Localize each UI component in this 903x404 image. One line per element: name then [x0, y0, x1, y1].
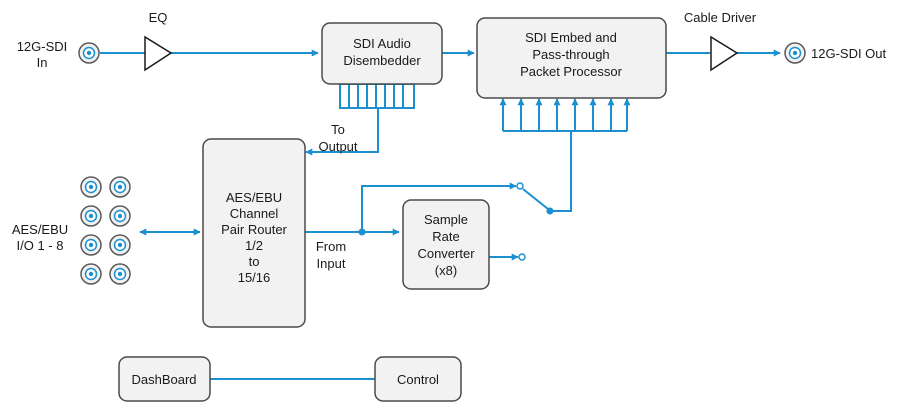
sdi-out-connector-icon	[784, 42, 806, 64]
eq-label: EQ	[149, 10, 168, 25]
bnc-connector-icon	[109, 234, 131, 256]
output-label: 12G-SDI Out	[811, 46, 887, 61]
router-label-line5: to	[249, 254, 260, 269]
dashboard-box	[118, 356, 211, 402]
embed-label-line2: Pass-through	[532, 47, 609, 62]
input-label-line2: In	[37, 55, 48, 70]
wire-to-switch	[361, 182, 517, 232]
wire-switch-to-bus	[550, 131, 572, 212]
signal-wires	[100, 49, 781, 380]
disembedder-output-bus	[339, 83, 415, 109]
router-label-line1: AES/EBU	[226, 190, 282, 205]
from-input-label-line1: From	[316, 239, 346, 254]
bnc-connector-icon	[80, 234, 102, 256]
src-label-line1: Sample	[424, 212, 468, 227]
from-input-label-line2: Input	[317, 256, 346, 271]
embed-label-line1: SDI Embed and	[525, 30, 617, 45]
to-output-label-line2: Output	[318, 139, 357, 154]
cable-driver-label: Cable Driver	[684, 10, 757, 25]
bnc-connector-icon	[80, 176, 102, 198]
aes-io-label-line1: AES/EBU	[12, 222, 68, 237]
wire-to-output	[305, 108, 379, 156]
embedder-box	[476, 17, 667, 99]
bnc-connector-icon	[109, 205, 131, 227]
src-box	[402, 199, 490, 290]
router-box	[202, 138, 306, 328]
embed-label-line3: Packet Processor	[520, 64, 623, 79]
aes-connectors	[80, 176, 131, 285]
src-label-line4: (x8)	[435, 263, 457, 278]
control-box	[374, 356, 462, 402]
router-label-line4: 1/2	[245, 238, 263, 253]
eq-amplifier-icon	[144, 35, 173, 72]
sdi-in-connector-icon	[78, 42, 100, 64]
router-label-line6: 15/16	[238, 270, 271, 285]
switch-icon	[516, 182, 554, 261]
bnc-connector-icon	[109, 263, 131, 285]
router-label-line3: Pair Router	[221, 222, 287, 237]
bnc-connector-icon	[80, 263, 102, 285]
router-label-line2: Channel	[230, 206, 279, 221]
to-output-label-line1: To	[331, 122, 345, 137]
input-label-line1: 12G-SDI	[17, 39, 68, 54]
disembedder-label-line2: Disembedder	[343, 53, 421, 68]
cable-driver-amplifier-icon	[710, 35, 739, 72]
dashboard-label: DashBoard	[131, 372, 196, 387]
aes-io-label-line2: I/O 1 - 8	[17, 238, 64, 253]
src-label-line3: Converter	[417, 246, 475, 261]
src-label-line2: Rate	[432, 229, 459, 244]
bnc-connector-icon	[109, 176, 131, 198]
control-label: Control	[397, 372, 439, 387]
disembedder-label-line1: SDI Audio	[353, 36, 411, 51]
disembedder-box	[321, 22, 443, 85]
bnc-connector-icon	[80, 205, 102, 227]
